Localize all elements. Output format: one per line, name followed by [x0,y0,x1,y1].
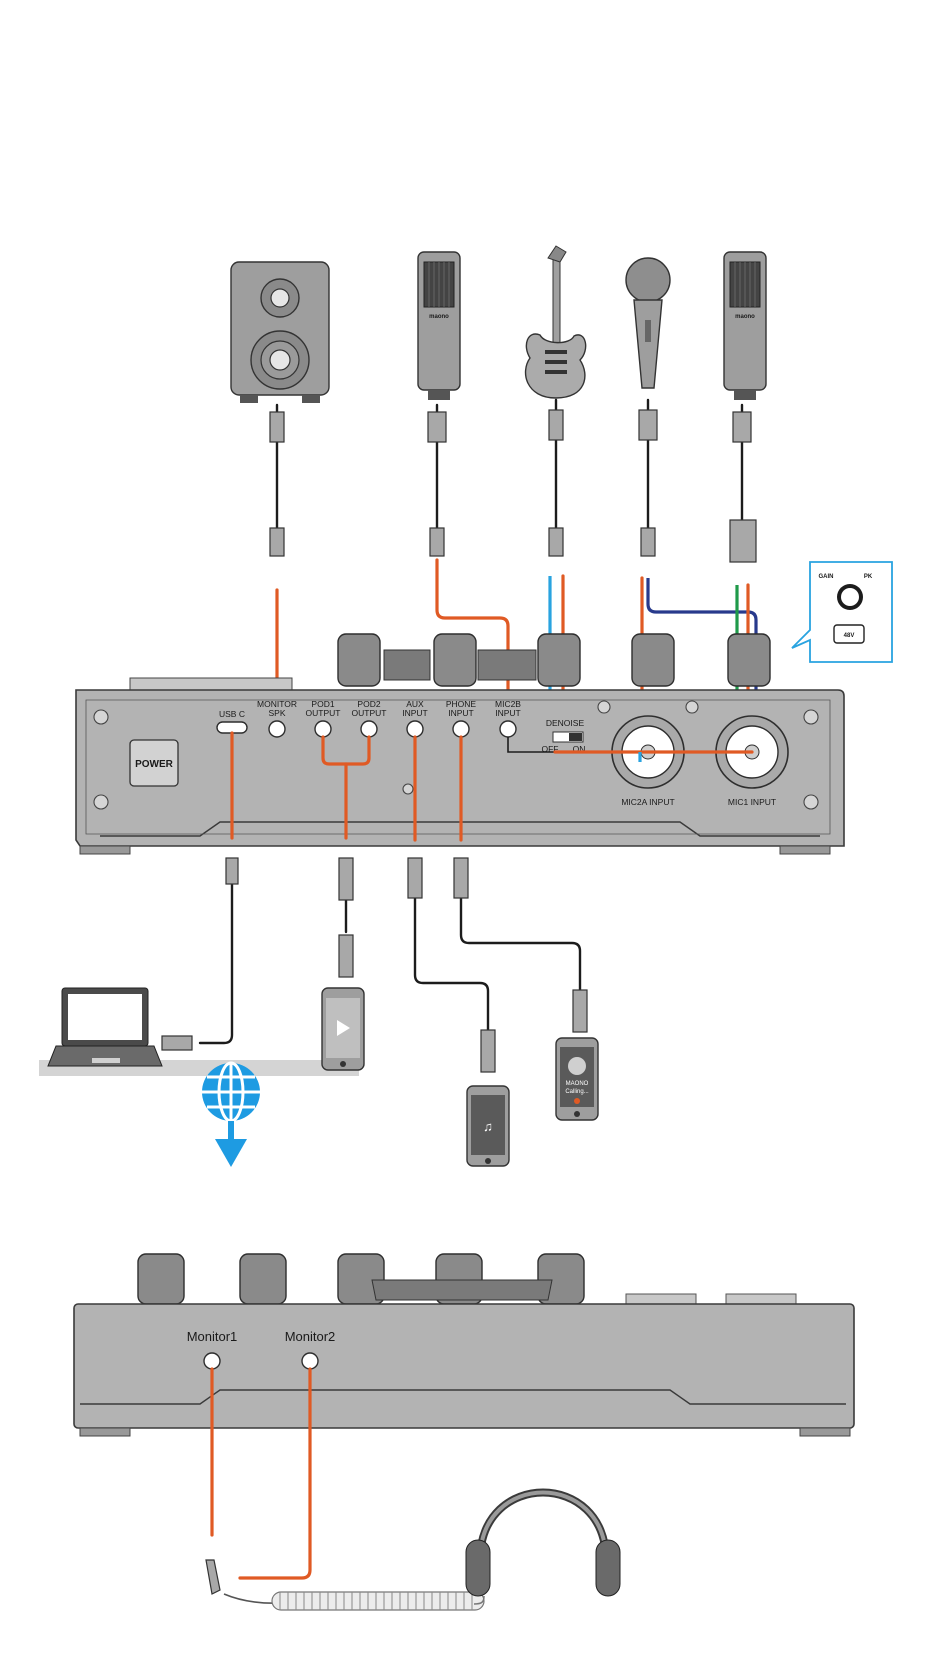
pod2-output-jack[interactable] [361,721,377,737]
mic2b-input-label: INPUT [495,708,521,718]
pod1-output-jack[interactable] [315,721,331,737]
headphones-icon [466,1493,620,1605]
gain-label: GAIN [819,574,834,580]
plug-connectors [270,410,756,562]
smartphone-icon: MAONO Calling... [556,1038,598,1120]
caller-status: Calling... [565,1089,589,1095]
aux-input-label: INPUT [402,708,428,718]
top-knobs [130,634,770,692]
mic2a-input-label: MIC2A INPUT [621,797,674,807]
monitor-spk-label: SPK [268,708,285,718]
phone-input-jack[interactable] [453,721,469,737]
pod2-output-label: OUTPUT [352,708,387,718]
caller-name: MAONO [566,1081,589,1087]
mic-brand-label: maono [735,314,755,320]
power-label: POWER [135,759,174,770]
dynamic-mic-icon [626,258,670,388]
aux-input-jack[interactable] [407,721,423,737]
denoise-label: DENOISE [546,718,585,728]
music-icon: ♫ [483,1119,493,1134]
mic1-input-label: MIC1 INPUT [728,797,776,807]
condenser-mic-icon: maono [418,252,460,400]
mic2b-input-jack[interactable] [500,721,516,737]
monitor2-jack[interactable] [302,1353,318,1369]
pk-label: PK [864,574,873,580]
output-plugs [162,858,587,1072]
smartphone-icon: ♫ [467,1086,509,1166]
mic-brand-label: maono [429,314,449,320]
smartphone-icon [322,988,364,1070]
guitar-icon [526,246,586,398]
usb-c-label: USB C [219,709,245,719]
peripheral-cables [277,400,742,530]
usb-c-port[interactable] [217,722,247,733]
monitor2-label: Monitor2 [285,1329,336,1344]
mixer-front-view: Monitor1 Monitor2 [74,1254,854,1436]
gain-48v-callout: GAIN PK 48V [792,562,892,662]
monitor1-label: Monitor1 [187,1329,238,1344]
coiled-cable [272,1592,484,1610]
pod1-output-label: OUTPUT [306,708,341,718]
headphone-plug [206,1560,220,1594]
internet-globe-icon [202,1063,260,1167]
monitor1-jack[interactable] [204,1353,220,1369]
condenser-mic-icon: maono [724,252,766,400]
phantom-power-label: 48V [844,633,855,639]
speaker-icon [231,262,329,403]
phone-input-label: INPUT [448,708,474,718]
monitor-spk-jack[interactable] [269,721,285,737]
laptop-icon [39,988,359,1076]
front-knobs [138,1254,796,1304]
